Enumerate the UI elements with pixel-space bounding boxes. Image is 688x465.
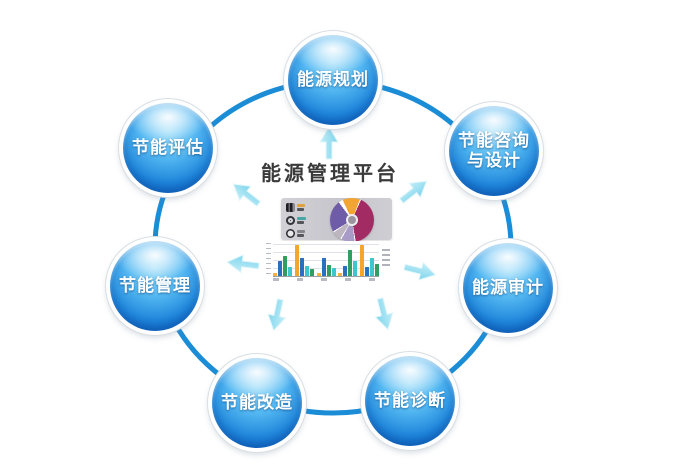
bar-chart [264,241,390,282]
bar-group [360,243,379,276]
bar [288,267,292,276]
dashboard-thumbnail [262,196,392,286]
bar [278,261,282,276]
bar [370,257,374,276]
node-energy-assessment: 节能评估 [119,99,217,197]
bar [360,244,364,276]
bar-meter-icon [286,202,295,212]
legend-row [286,227,326,239]
pie-hub [348,216,356,224]
node-consulting-design: 节能咨询与设计 [445,102,543,200]
bar [331,268,336,276]
arrow-to-audit-icon [401,257,439,285]
legend-row [286,201,326,213]
bar-plot [273,243,379,277]
bar [299,257,304,276]
bar-group [294,243,314,276]
arrow-to-diagnosis-icon [370,295,398,333]
y-axis-ticks [264,243,271,276]
bar [294,244,299,276]
dashboard-legend [286,201,326,240]
bar [365,266,369,276]
legend-row [286,214,326,226]
node-energy-retrofit: 节能改造 [208,354,306,452]
node-label: 节能管理 [119,275,191,295]
node-energy-planning: 能源规划 [284,31,382,129]
bar [375,264,379,276]
gauge-icon [286,228,295,238]
bar [283,255,287,276]
x-axis-ticks [273,278,379,281]
node-label: 节能诊断 [374,390,446,410]
node-label: 能源规划 [297,69,369,89]
bar [321,257,326,276]
bar [326,265,331,276]
legend-text-strips [297,229,305,237]
node-label: 节能改造 [221,392,293,412]
bar-group [316,243,336,276]
clock-icon [286,215,295,225]
node-label: 能源审计 [472,277,544,297]
arrow-to-management-icon [225,252,261,276]
legend-text-strips [297,216,306,224]
bar [309,269,314,276]
node-energy-audit: 能源审计 [459,239,557,337]
bar-legend [382,249,390,269]
arrow-to-planning-icon [319,126,339,160]
bar [353,260,358,276]
legend-text-strips [297,203,305,211]
arrow-to-retrofit-icon [264,296,290,334]
bar [348,250,353,276]
bar [304,266,309,276]
bar-group [273,243,292,276]
node-energy-diagnosis: 节能诊断 [361,352,459,450]
bar [316,272,321,276]
node-label: 节能评估 [132,137,204,157]
bar-group [338,243,358,276]
bar [273,272,277,276]
bar [338,272,343,276]
bar [343,266,348,276]
node-energy-management: 节能管理 [106,237,204,335]
platform-title: 能源管理平台 [261,163,399,185]
node-label: 节能咨询与设计 [458,130,530,170]
